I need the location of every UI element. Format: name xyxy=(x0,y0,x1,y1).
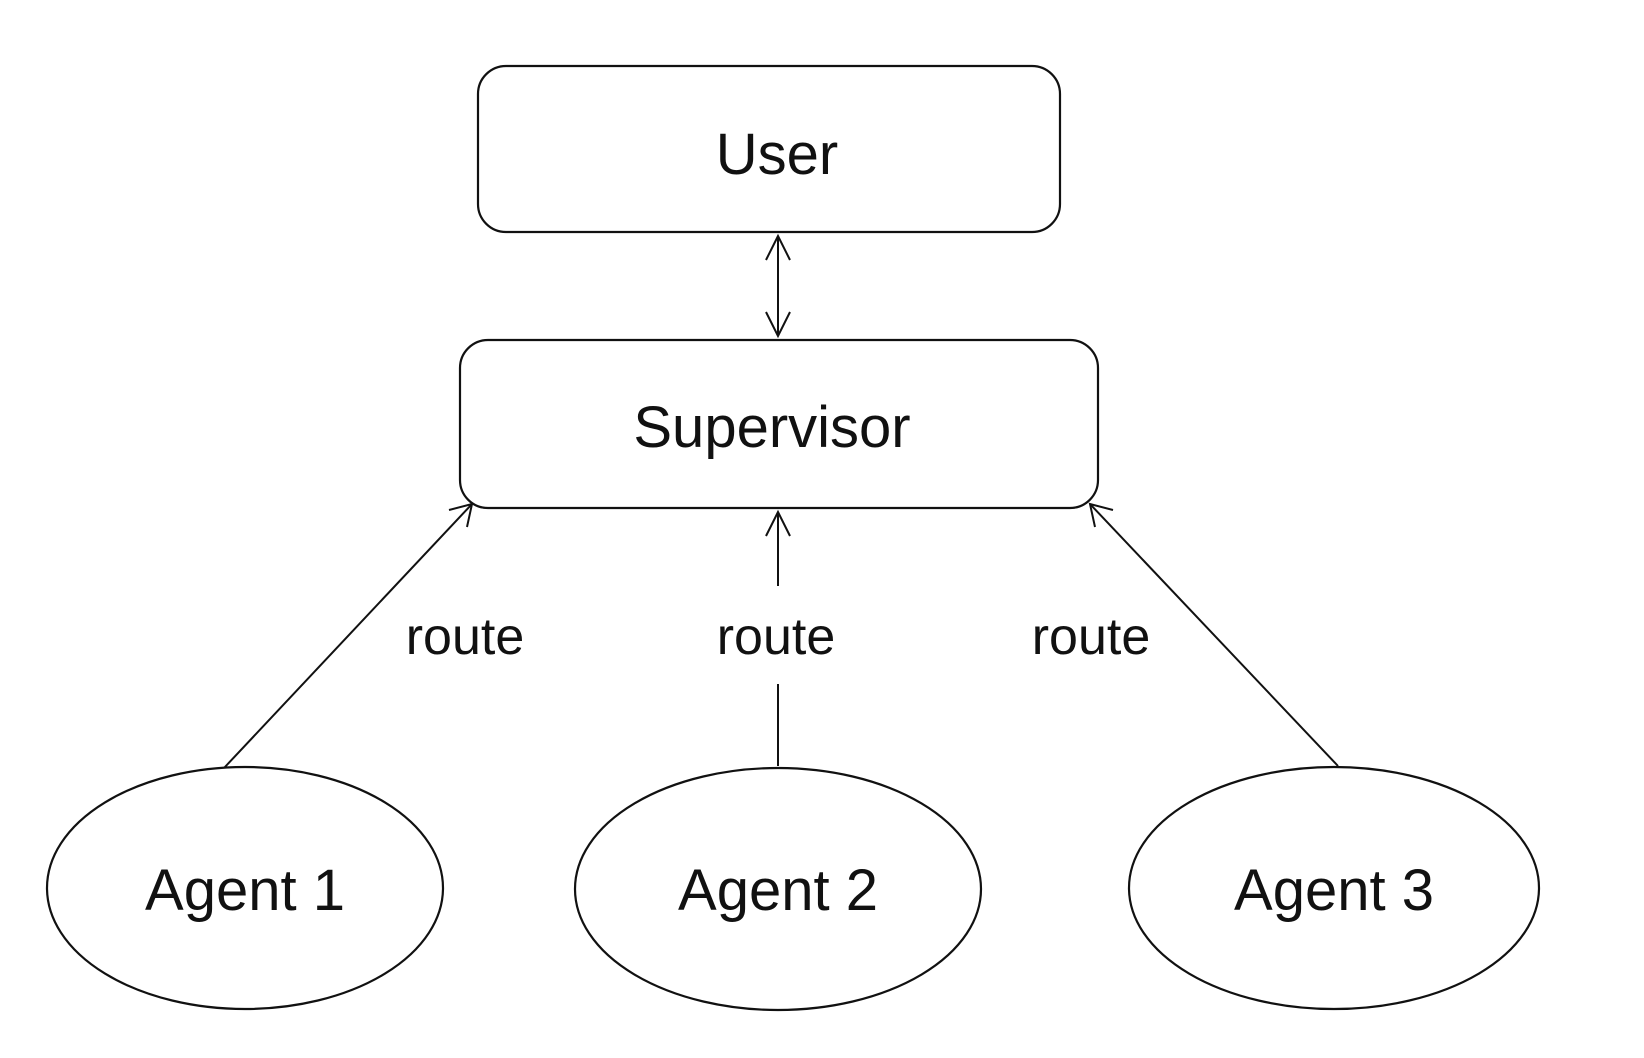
arrowhead-icon xyxy=(765,509,791,537)
agent-3-route-line xyxy=(1089,503,1339,767)
user-supervisor-edge xyxy=(765,233,791,339)
supervisor-node: Supervisor xyxy=(458,338,1100,510)
arrowhead-icon xyxy=(1088,502,1114,528)
user-box xyxy=(476,64,1062,234)
agent-3-node: Agent 3 xyxy=(1127,765,1541,1011)
agent-2-route-edge: route xyxy=(717,509,836,766)
supervisor-box xyxy=(458,338,1100,510)
agent-1-route-line xyxy=(223,503,473,769)
agent-3-label: Agent 3 xyxy=(1234,858,1434,923)
agent-2-route-label: route xyxy=(717,608,836,666)
agent-1-route-label: route xyxy=(406,608,525,666)
user-label: User xyxy=(716,122,838,187)
agent-3-route-label: route xyxy=(1032,608,1151,666)
supervisor-label: Supervisor xyxy=(633,395,910,460)
agent-2-node: Agent 2 xyxy=(573,766,983,1012)
agent-1-ellipse xyxy=(45,765,445,1011)
arrowhead-up-icon xyxy=(765,233,791,261)
agent-3-route-edge: route xyxy=(1032,502,1339,767)
arrowhead-icon xyxy=(448,502,474,528)
agent-1-label: Agent 1 xyxy=(145,858,345,923)
user-node: User xyxy=(476,64,1062,234)
arrowhead-down-icon xyxy=(765,311,791,339)
agent-1-route-edge: route xyxy=(223,502,525,769)
agent-1-node: Agent 1 xyxy=(45,765,445,1011)
agent-2-ellipse xyxy=(573,766,983,1012)
agent-3-ellipse xyxy=(1127,765,1541,1011)
agent-2-label: Agent 2 xyxy=(678,858,878,923)
